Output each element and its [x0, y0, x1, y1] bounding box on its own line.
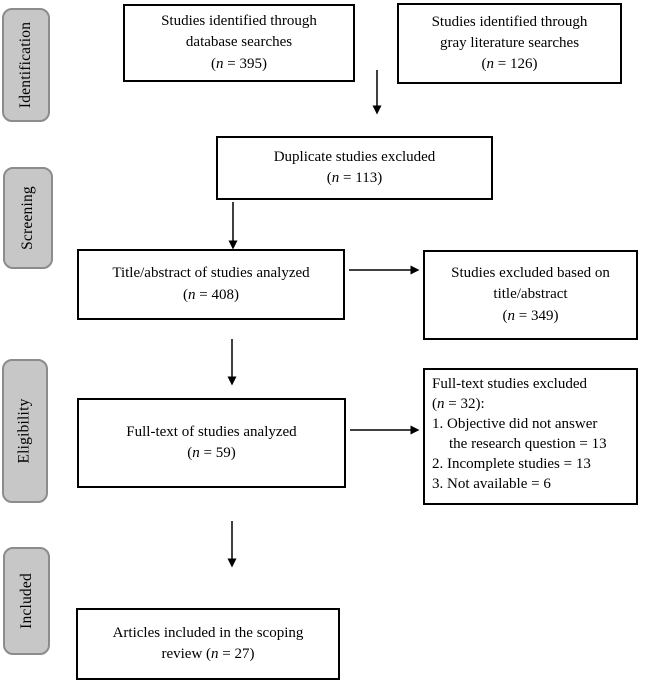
box-duplicates-excluded: Duplicate studies excluded (n = 113) [216, 136, 493, 200]
box-included-articles: Articles included in the scoping review … [76, 608, 340, 680]
box-text-line: Studies excluded based on [451, 265, 610, 282]
stage-label-text: Identification [17, 21, 35, 109]
stage-label-included: Included [3, 547, 50, 655]
box-full-text-excluded: Full-text studies excluded (n = 32): 1. … [423, 368, 638, 505]
stage-label-eligibility: Eligibility [2, 359, 48, 503]
box-database-search: Studies identified through database sear… [123, 4, 355, 82]
box-gray-literature: Studies identified through gray literatu… [397, 3, 622, 84]
box-count-line: review (n = 27) [161, 646, 255, 662]
box-reason-line: the research question = 13 [449, 436, 607, 453]
stage-label-text: Screening [19, 186, 36, 250]
box-text-line: Duplicate studies excluded [273, 148, 436, 165]
box-excluded-title-abstract: Studies excluded based on title/abstract… [423, 250, 638, 340]
box-reason-line: 2. Incomplete studies = 13 [432, 456, 591, 473]
box-text-line: gray literature searches [439, 34, 580, 51]
box-reason-line: 3. Not available = 6 [432, 476, 551, 493]
box-full-text-analyzed: Full-text of studies analyzed (n = 59) [77, 398, 346, 488]
box-title-abstract-analyzed: Title/abstract of studies analyzed (n = … [77, 249, 345, 320]
box-count-line: (n = 408) [183, 286, 239, 303]
stage-label-identification: Identification [2, 8, 50, 122]
box-text-line: Full-text of studies analyzed [126, 423, 297, 440]
box-count-line: (n = 395) [211, 55, 267, 72]
box-reason-line: 1. Objective did not answer [432, 416, 598, 433]
box-count-line: (n = 349) [502, 307, 559, 324]
box-text-line: title/abstract [493, 286, 568, 303]
box-text-line: Articles included in the scoping [112, 624, 304, 641]
stage-label-screening: Screening [3, 167, 53, 269]
box-text-line: Full-text studies excluded [432, 376, 587, 392]
stage-label-text: Eligibility [16, 398, 34, 464]
box-text-line: Title/abstract of studies analyzed [112, 265, 310, 282]
stage-label-text: Included [17, 573, 35, 629]
box-count-line: (n = 32): [432, 396, 485, 413]
box-count-line: (n = 113) [326, 170, 383, 186]
box-text-line: database searches [185, 34, 293, 51]
box-count-line: (n = 59) [187, 445, 236, 461]
box-count-line: (n = 126) [481, 56, 538, 73]
box-text-line: Studies identified through [431, 13, 588, 30]
box-text-line: Studies identified through [161, 13, 317, 30]
